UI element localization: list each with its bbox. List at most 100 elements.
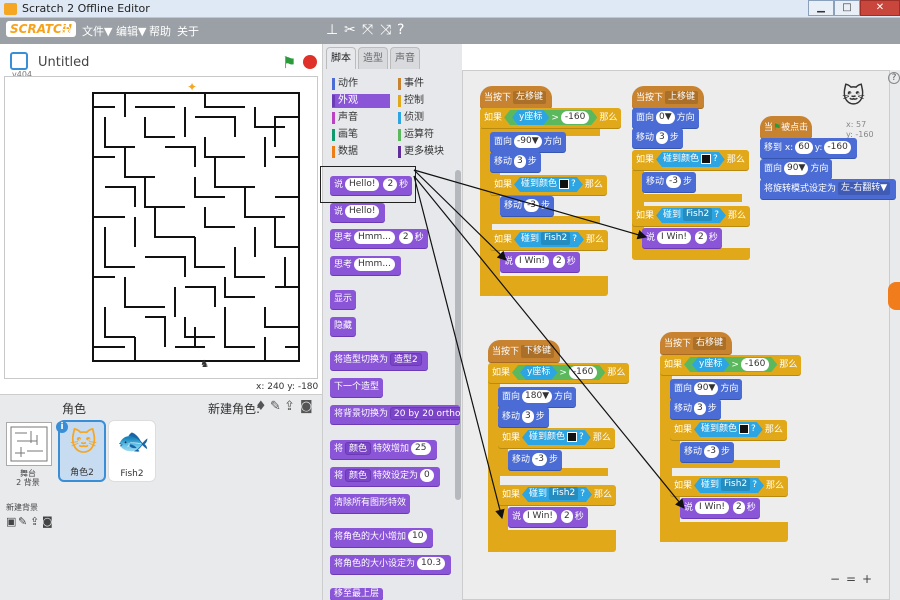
delete-icon[interactable]: ✂ <box>344 22 356 38</box>
zoom-out-icon[interactable]: − <box>830 572 841 586</box>
upload-sprite-icon[interactable]: ⇪ <box>284 399 295 414</box>
category-data[interactable]: 数据 <box>332 145 358 159</box>
tab-sounds[interactable]: 声音 <box>390 47 420 69</box>
menu-edit[interactable]: 编辑▼ <box>116 25 147 38</box>
category-sound[interactable]: 声音 <box>332 111 358 125</box>
stop-icon[interactable] <box>303 55 317 69</box>
scratch-logo[interactable]: SCRATCH <box>6 21 76 37</box>
paint-sprite-icon[interactable]: ✎ <box>270 399 281 414</box>
when-key-pressed-block[interactable]: 当按下右移键 <box>660 332 733 354</box>
help-icon[interactable]: ? <box>888 72 900 84</box>
category-looks[interactable]: 外观 <box>332 94 390 108</box>
menu-about[interactable]: 关于 <box>177 25 199 38</box>
stage-canvas[interactable]: ✦ ♞ <box>4 76 318 379</box>
if-touching-color-block[interactable]: 如果碰到颜色?那么 <box>498 428 615 448</box>
when-key-pressed-block[interactable]: 当按下下移键 <box>488 340 561 362</box>
category-motion[interactable]: 动作 <box>332 77 358 91</box>
when-key-pressed-block[interactable]: 当按下左移键 <box>480 86 553 108</box>
if-touching-color-block[interactable]: 如果碰到颜色?那么 <box>632 150 749 170</box>
minimize-button[interactable]: ▁ <box>808 0 834 16</box>
paint-backdrop-icon[interactable]: ✎ <box>18 515 28 528</box>
right-scrollbar[interactable] <box>890 70 900 600</box>
palette-switch-costume[interactable]: 将造型切换为造型2 <box>330 351 428 370</box>
backdrop-library-icon[interactable]: ▣ <box>6 515 17 528</box>
fullscreen-icon[interactable] <box>10 52 28 70</box>
palette-go-front[interactable]: 移至最上层 <box>330 588 384 600</box>
category-sensing[interactable]: 侦测 <box>398 111 424 125</box>
palette-show[interactable]: 显示 <box>330 290 357 309</box>
stage-thumbnail[interactable] <box>6 422 52 466</box>
shrink-icon[interactable]: ⤨ <box>380 22 392 38</box>
help-icon[interactable]: ? <box>397 22 405 38</box>
when-flag-clicked-block[interactable]: 当⚑被点击 <box>760 116 813 138</box>
menu-file[interactable]: 文件▼ <box>82 25 113 38</box>
green-flag-icon[interactable]: ⚑ <box>282 53 297 72</box>
tab-scripts[interactable]: 脚本 <box>326 47 356 69</box>
palette-hide[interactable]: 隐藏 <box>330 317 357 336</box>
grow-icon[interactable]: ⤧ <box>362 22 374 38</box>
sprite-card-fish[interactable]: 🐟 Fish2 <box>108 420 156 482</box>
category-operators[interactable]: 运算符 <box>398 128 434 142</box>
if-touching-color-block[interactable]: 如果碰到颜色?那么 <box>490 175 607 195</box>
rotation-style-block[interactable]: 将旋转模式设定为左-右翻转▼ <box>760 179 897 199</box>
orange-handle[interactable] <box>888 282 900 310</box>
palette-next-costume[interactable]: 下一个造型 <box>330 378 384 397</box>
if-touching-color-block[interactable]: 如果碰到颜色?那么 <box>670 420 787 440</box>
menu-help[interactable]: 帮助 <box>149 25 171 38</box>
duplicate-icon[interactable]: ⊥ <box>326 22 339 38</box>
category-pen[interactable]: 画笔 <box>332 128 358 142</box>
maximize-button[interactable]: □ <box>834 0 860 16</box>
category-control[interactable]: 控制 <box>398 94 424 108</box>
when-key-pressed-block[interactable]: 当按下上移键 <box>632 86 705 108</box>
category-events[interactable]: 事件 <box>398 77 424 91</box>
camera-sprite-icon[interactable]: ◙ <box>300 399 313 414</box>
project-title[interactable]: Untitled <box>38 55 90 70</box>
palette-clear-effects[interactable]: 清除所有图形特效 <box>330 494 411 513</box>
zoom-in-icon[interactable]: + <box>862 572 873 586</box>
info-icon[interactable]: i <box>56 421 68 433</box>
tab-costumes[interactable]: 造型 <box>358 47 388 69</box>
point-direction-block[interactable]: 面向-90▼方向 <box>490 132 566 152</box>
category-more-blocks[interactable]: 更多模块 <box>398 145 444 159</box>
upload-backdrop-icon[interactable]: ⇪ <box>30 515 40 528</box>
language-globe-icon[interactable]: ⊕ <box>60 22 72 38</box>
sprite-library-icon[interactable]: ♦ <box>255 399 267 414</box>
palette-scrollbar[interactable] <box>455 170 461 500</box>
close-button[interactable]: ✕ <box>860 0 900 16</box>
camera-backdrop-icon[interactable]: ◙ <box>42 515 53 528</box>
zoom-reset-icon[interactable]: = <box>846 572 857 586</box>
